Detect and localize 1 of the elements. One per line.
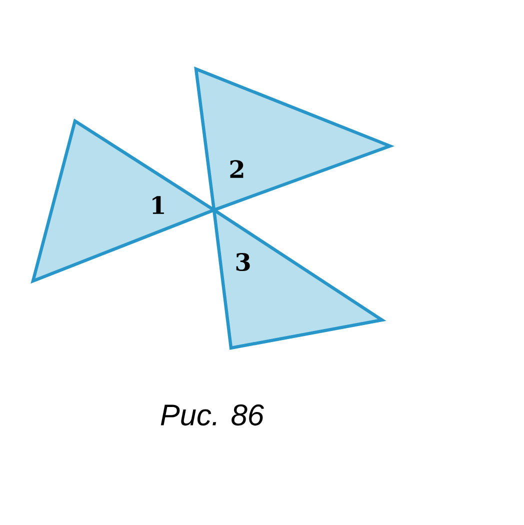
caption: Рис. 86 [160,404,264,426]
